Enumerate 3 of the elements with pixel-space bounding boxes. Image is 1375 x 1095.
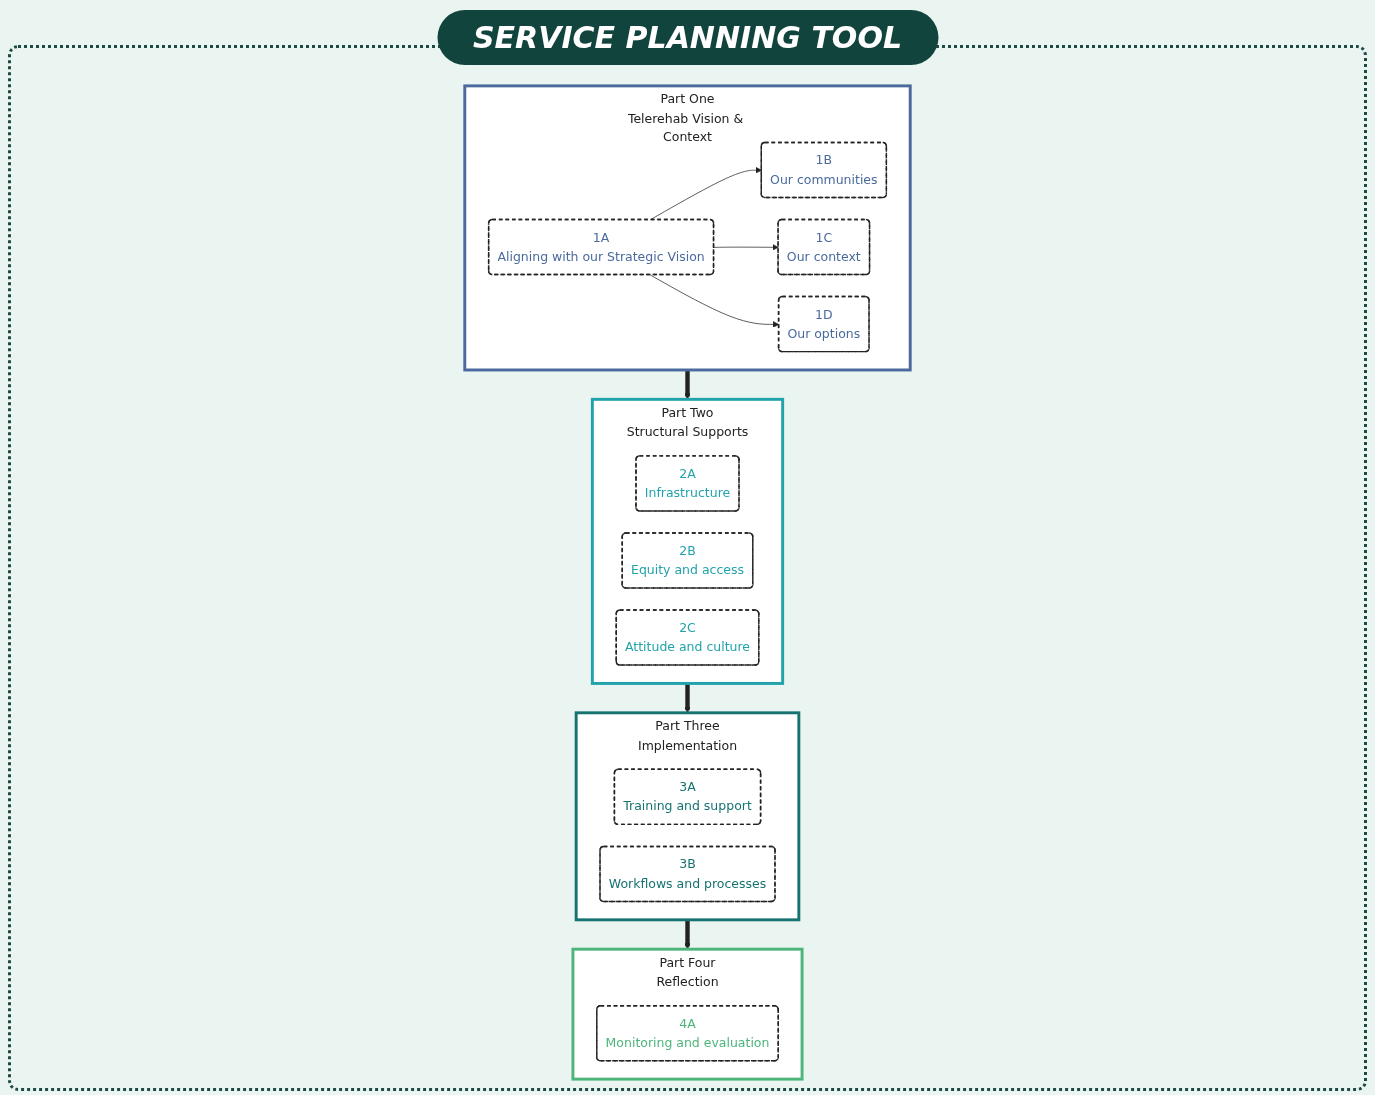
arrow	[684, 919, 691, 950]
title-banner: SERVICE PLANNING TOOL	[437, 10, 938, 65]
arrow	[684, 369, 691, 400]
